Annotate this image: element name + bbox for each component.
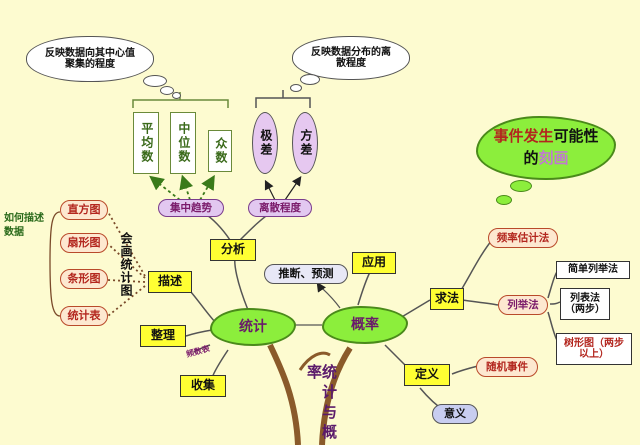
chart-bar: 条形图 (60, 269, 108, 289)
thought-puff (160, 86, 174, 95)
event-title-c: 能性的 (523, 127, 599, 167)
mode-box: 众数 (208, 130, 232, 172)
dot-pie (107, 243, 146, 279)
apply-box: 应用 (352, 252, 396, 274)
thought-puff (300, 74, 320, 85)
thought-cloud-right: 反映数据分布的离散程度 (292, 36, 410, 80)
list-simple-box: 简单列举法 (556, 261, 630, 279)
bracket-dispersion (255, 90, 311, 108)
charts-label: 会画统计图 (119, 232, 133, 297)
event-title-d: 刻画 (538, 149, 569, 167)
thought-left-text: 反映数据向其中心值聚集的程度 (45, 47, 135, 71)
list-table-text: 列表法（两步） (565, 292, 605, 316)
line-collect (211, 349, 229, 379)
random-event-pill: 随机事件 (476, 357, 538, 377)
line-listing (461, 299, 499, 306)
define-box: 定义 (404, 364, 450, 386)
list-tree-box: 树形图（两步以上） (556, 333, 632, 365)
central-title: 统计与概率 (305, 364, 338, 444)
concentration-pill: 集中趋势 (158, 199, 224, 217)
arrow-mode (199, 174, 215, 201)
line-apply (357, 271, 371, 306)
line-tally (193, 344, 211, 353)
event-title-a: 事件发生 (493, 127, 554, 146)
event-title-b: 可 (553, 127, 569, 146)
dot-bar (107, 279, 146, 283)
arrow-range (264, 179, 276, 201)
line-analysis-concentration (203, 212, 231, 241)
trunk-left (267, 343, 301, 445)
event-probability-cloud: 事件发生可能性的刻画 (476, 116, 616, 180)
line-list-table (549, 301, 561, 305)
arrow-median (179, 174, 194, 201)
event-puff (496, 195, 512, 205)
bracket-charts (49, 211, 61, 317)
infer-pill: 推断、预测 (264, 264, 348, 284)
meaning-pill: 意义 (432, 404, 478, 424)
line-infer (316, 282, 341, 309)
how-to-describe-label: 如何描述数据 (4, 212, 44, 239)
mean-box: 平均数 (133, 112, 159, 174)
thought-puff (172, 92, 181, 99)
trunk-right (319, 346, 353, 445)
trunk-mid (298, 351, 331, 371)
variance-ellipse: 方差 (292, 112, 318, 174)
thought-right-text: 反映数据分布的离散程度 (311, 46, 391, 70)
list-tree-text: 树形图（两步以上） (564, 337, 624, 361)
organize-box: 整理 (140, 325, 186, 347)
probability-cloud: 概率 (322, 306, 408, 344)
thought-puff (290, 84, 302, 92)
line-methods (399, 299, 431, 319)
list-table-box: 列表法（两步） (560, 288, 610, 320)
dispersion-pill: 离散程度 (248, 199, 312, 217)
event-puff (510, 180, 532, 192)
arrow-mean (149, 175, 181, 201)
line-organize (185, 329, 213, 337)
chart-pie: 扇形图 (60, 233, 108, 253)
line-freq (459, 239, 493, 293)
analysis-box: 分析 (210, 239, 256, 261)
thought-puff (143, 75, 167, 87)
thought-cloud-left: 反映数据向其中心值聚集的程度 (26, 36, 154, 82)
listing-pill: 列举法 (498, 295, 548, 315)
methods-box: 求法 (430, 288, 464, 310)
line-random (451, 365, 479, 375)
chart-table: 统计表 (60, 306, 108, 326)
how-to-describe-text: 如何描述数据 (4, 213, 44, 238)
range-ellipse: 极差 (252, 112, 278, 174)
statistics-cloud: 统计 (210, 308, 296, 346)
median-box: 中位数 (170, 112, 196, 174)
dot-histogram (107, 211, 146, 277)
chart-histogram: 直方图 (60, 200, 108, 220)
arrow-variance (284, 176, 302, 201)
describe-box: 描述 (148, 271, 192, 293)
freq-pill: 频率估计法 (488, 228, 558, 248)
collect-box: 收集 (180, 375, 226, 397)
event-title: 事件发生可能性的刻画 (491, 126, 601, 170)
